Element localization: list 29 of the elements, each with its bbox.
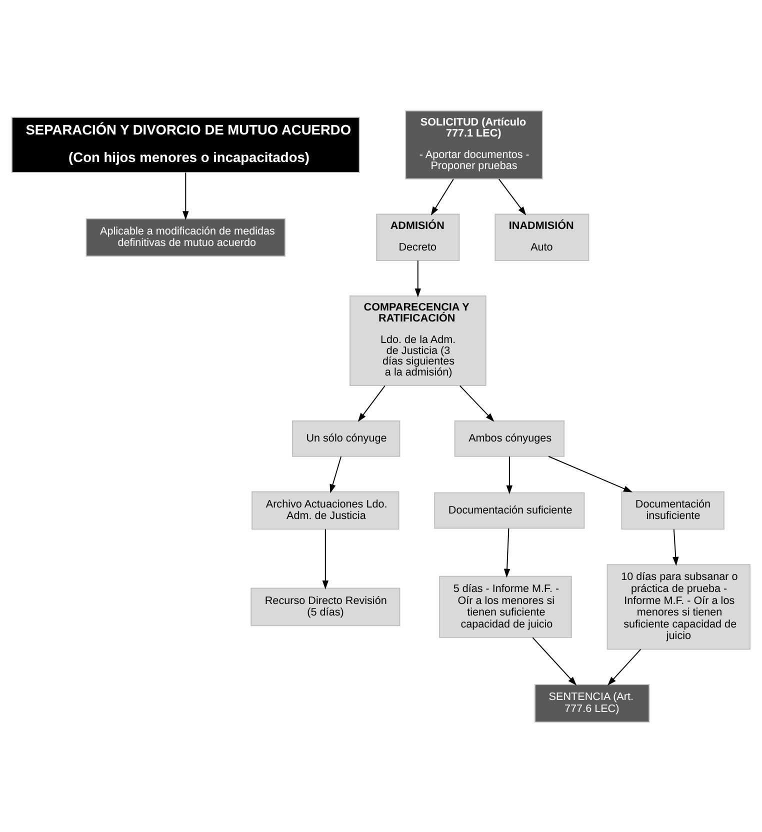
node-box: SEPARACIÓN Y DIVORCIO DE MUTUO ACUERDO (Con hijos menores o incapacitados)	[11, 116, 360, 172]
node-box: Aplicable a modificación de medidas definitivas de mutuo acuerdo	[86, 218, 286, 256]
arrow	[430, 178, 454, 215]
node-box: SENTENCIA (Art. 777.6 LEC)	[534, 684, 650, 722]
arrow	[414, 260, 421, 297]
arrow	[459, 384, 494, 422]
arrow	[322, 528, 328, 589]
arrow	[608, 648, 642, 686]
node-box: Un sólo cónyuge	[292, 420, 400, 456]
node-box: COMPARECENCIA Y RATIFICACIÓN Ldo. de la Adm. de Justicia (3 días siguientes a la admisión)	[350, 294, 486, 386]
arrow	[532, 636, 577, 685]
node-box: 5 días - Informe M.F. - Oír a los menores si tienen suficiente capacidad de juicio	[439, 575, 572, 638]
arrow	[548, 455, 632, 492]
node-box: INADMISIÓN Auto	[494, 213, 590, 261]
arrow	[672, 528, 679, 566]
arrow	[498, 178, 526, 215]
node-box: Documentación suficiente	[434, 492, 585, 528]
arrow	[506, 456, 513, 494]
node-box: Documentación insuficiente	[621, 490, 724, 530]
node-box: 10 días para subsanar o práctica de prueba - Informe M.F. - Oír a los menores si tienen suficiente capacidad de juicio	[606, 564, 751, 650]
arrow	[504, 527, 510, 578]
node-box: SOLICITUD (Artículo 777.1 LEC) - Aportar documentos - Proponer pruebas	[405, 110, 543, 179]
node-box: ADMISIÓN Decreto	[376, 213, 460, 261]
node-box: Archivo Actuaciones Ldo. Adm. de Justicia	[252, 490, 400, 530]
arrow	[330, 456, 342, 493]
arrow	[358, 384, 386, 422]
node-box: Ambos cónyuges	[454, 420, 565, 456]
arrow	[182, 172, 189, 220]
node-box: Recurso Directo Revisión (5 días)	[250, 587, 400, 626]
